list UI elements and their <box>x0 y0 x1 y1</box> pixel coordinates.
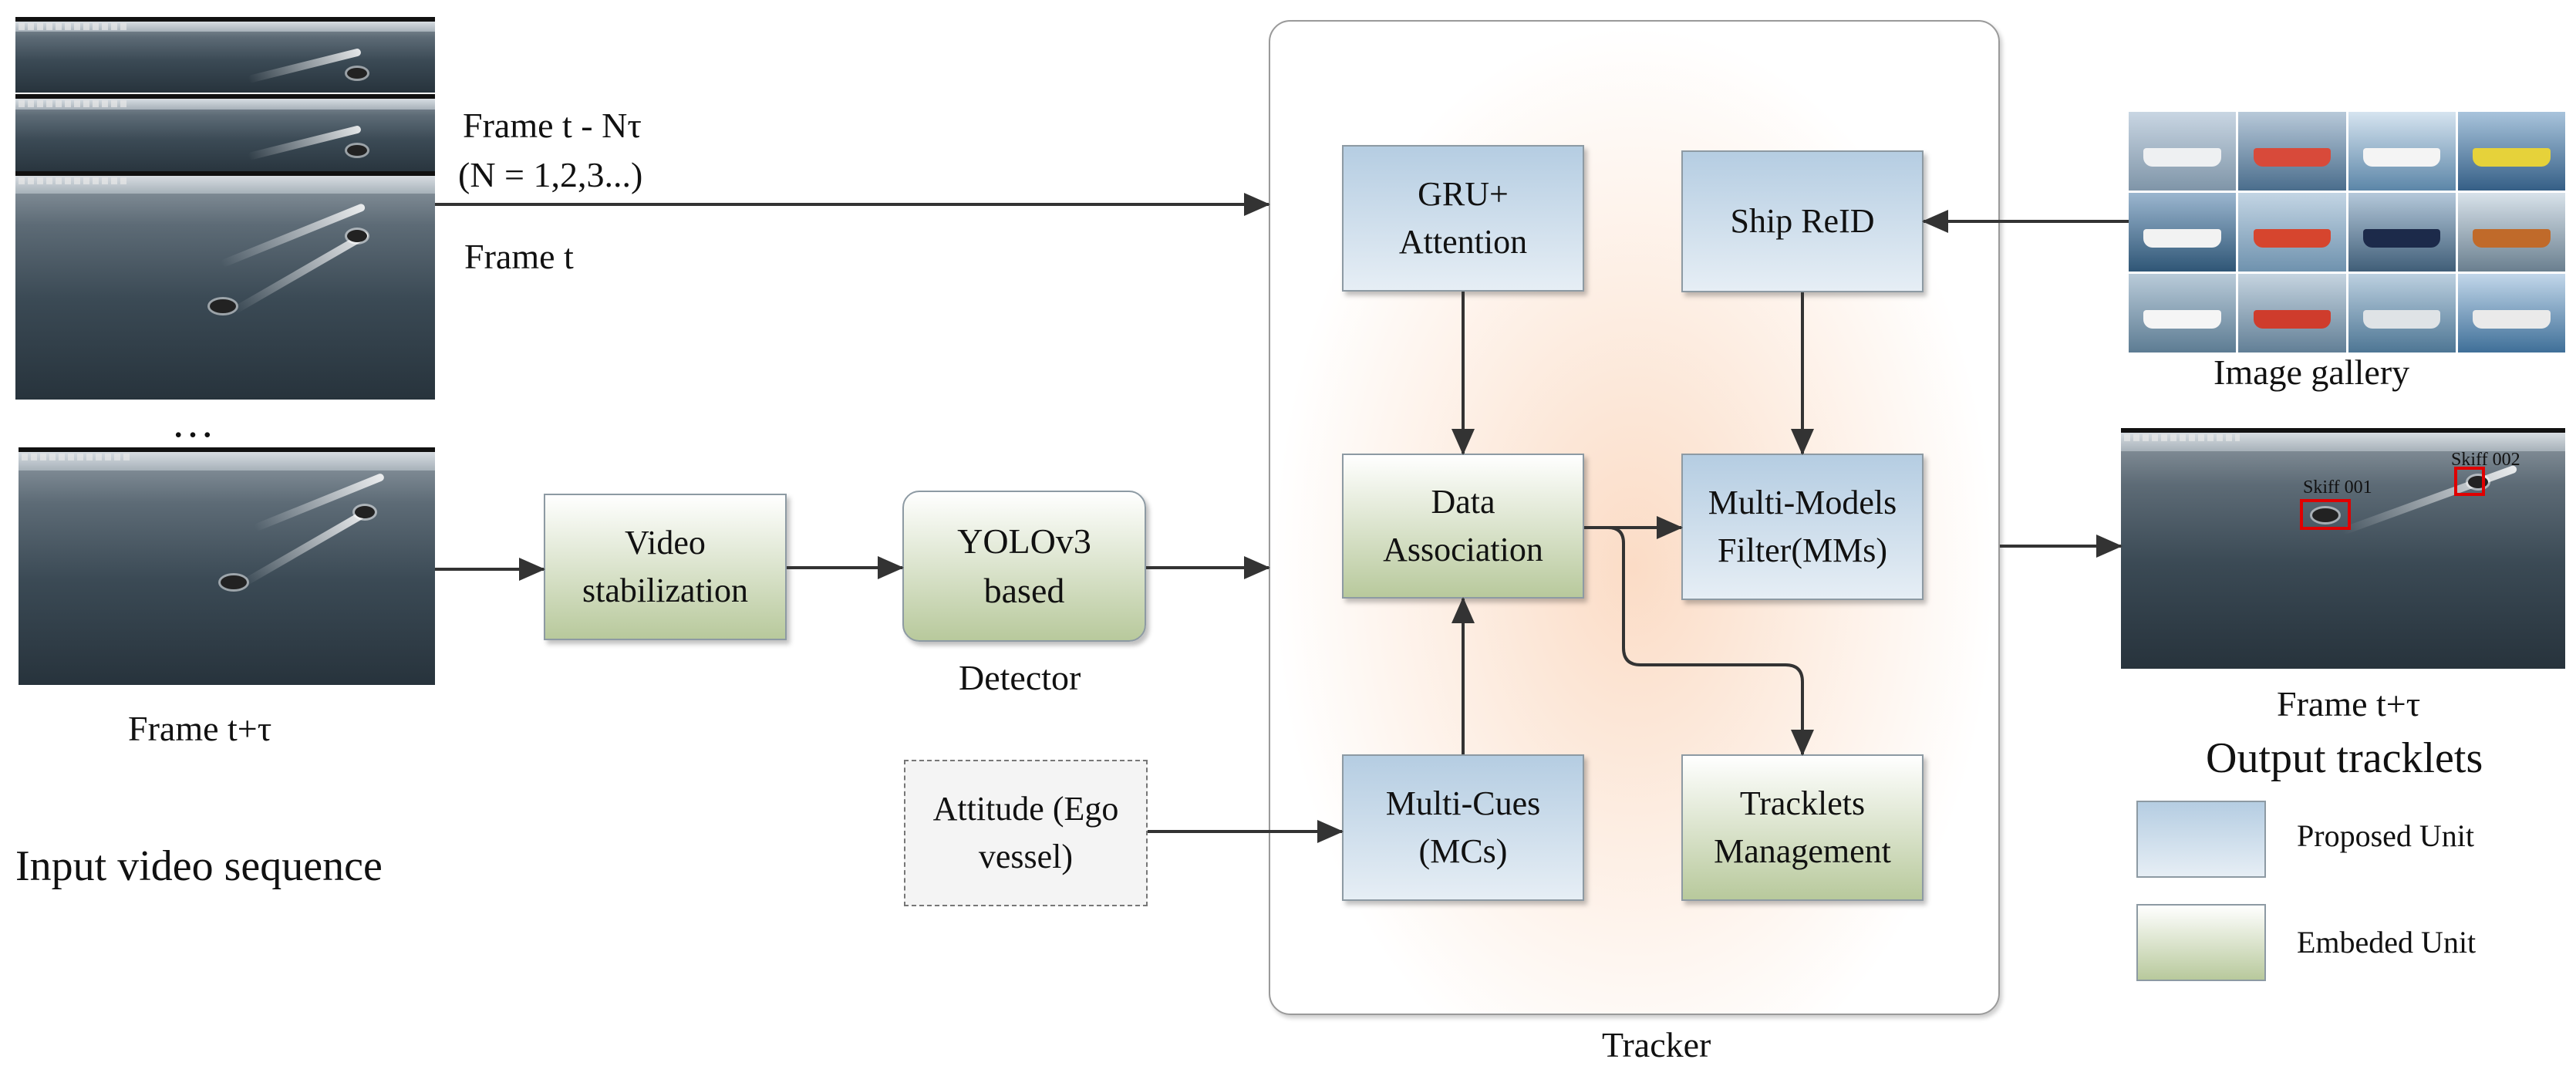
gallery-thumbnail <box>2129 112 2237 191</box>
yolov3-detector-unit: YOLOv3 based <box>902 491 1146 642</box>
ellipsis: … <box>171 399 214 447</box>
gru-attention-label: GRU+ Attention <box>1398 175 1528 261</box>
gallery-thumbnail <box>2238 112 2346 191</box>
output-frame: Skiff 001 Skiff 002 <box>2121 428 2565 669</box>
legend-proposed-swatch <box>2136 801 2266 878</box>
detector-label: Detector <box>959 658 1081 697</box>
data-association-unit: Data Association <box>1342 454 1584 599</box>
multi-models-filter-label: Multi-Models Filter(MMs) <box>1708 484 1897 569</box>
gallery-thumbnail <box>2348 274 2456 352</box>
yolov3-label: YOLOv3 based <box>957 521 1091 610</box>
gallery-thumbnail <box>2238 274 2346 352</box>
skiff-002-label: Skiff 002 <box>2451 450 2520 470</box>
frame-t-label: Frame t <box>464 237 574 276</box>
data-association-label: Data Association <box>1383 483 1543 568</box>
gallery-thumbnail <box>2129 274 2237 352</box>
gallery-thumbnail <box>2457 193 2565 272</box>
frame-t-minus-n-tau-label: Frame t - Nτ <box>463 106 642 145</box>
frame-t-plus-tau-label: Frame t+τ <box>128 709 272 748</box>
attitude-label: Attitude (Ego vessel) <box>932 790 1119 875</box>
input-sequence-title: Input video sequence <box>15 842 383 890</box>
gallery-thumbnail <box>2457 274 2565 352</box>
n-values-label: (N = 1,2,3...) <box>458 155 643 194</box>
multi-cues-unit: Multi-Cues (MCs) <box>1342 754 1584 901</box>
image-gallery-label: Image gallery <box>2214 352 2410 392</box>
tracker-label: Tracker <box>1602 1025 1711 1064</box>
input-frame-1 <box>15 17 435 93</box>
bounding-box-skiff-001 <box>2300 499 2351 530</box>
ship-reid-label: Ship ReID <box>1730 202 1875 241</box>
legend-embedded-swatch <box>2136 904 2266 981</box>
gallery-thumbnail <box>2129 193 2237 272</box>
video-stabilization-unit: Video stabilization <box>544 494 787 640</box>
input-frame-t-plus-tau <box>19 447 435 685</box>
bounding-box-skiff-002 <box>2454 467 2485 496</box>
attitude-input: Attitude (Ego vessel) <box>904 760 1148 906</box>
gallery-thumbnail <box>2348 193 2456 272</box>
image-gallery <box>2129 112 2565 352</box>
gallery-thumbnail <box>2348 112 2456 191</box>
gru-attention-unit: GRU+ Attention <box>1342 145 1584 292</box>
legend-embedded-label: Embeded Unit <box>2297 925 2477 960</box>
legend-proposed-label: Proposed Unit <box>2297 818 2474 853</box>
tracklets-management-label: Tracklets Management <box>1714 784 1891 870</box>
tracklets-management-unit: Tracklets Management <box>1681 754 1924 901</box>
gallery-thumbnail <box>2457 112 2565 191</box>
output-frame-label: Frame t+τ <box>2277 684 2421 724</box>
ship-reid-unit: Ship ReID <box>1681 150 1924 292</box>
video-stabilization-label: Video stabilization <box>582 524 749 609</box>
skiff-001-label: Skiff 001 <box>2303 477 2372 498</box>
multi-cues-label: Multi-Cues (MCs) <box>1385 784 1541 870</box>
output-tracklets-title: Output tracklets <box>2206 734 2483 782</box>
gallery-thumbnail <box>2238 193 2346 272</box>
input-frame-2 <box>15 94 435 174</box>
arrow-association-to-tracklets <box>1584 526 1814 756</box>
input-frame-t <box>15 171 435 400</box>
